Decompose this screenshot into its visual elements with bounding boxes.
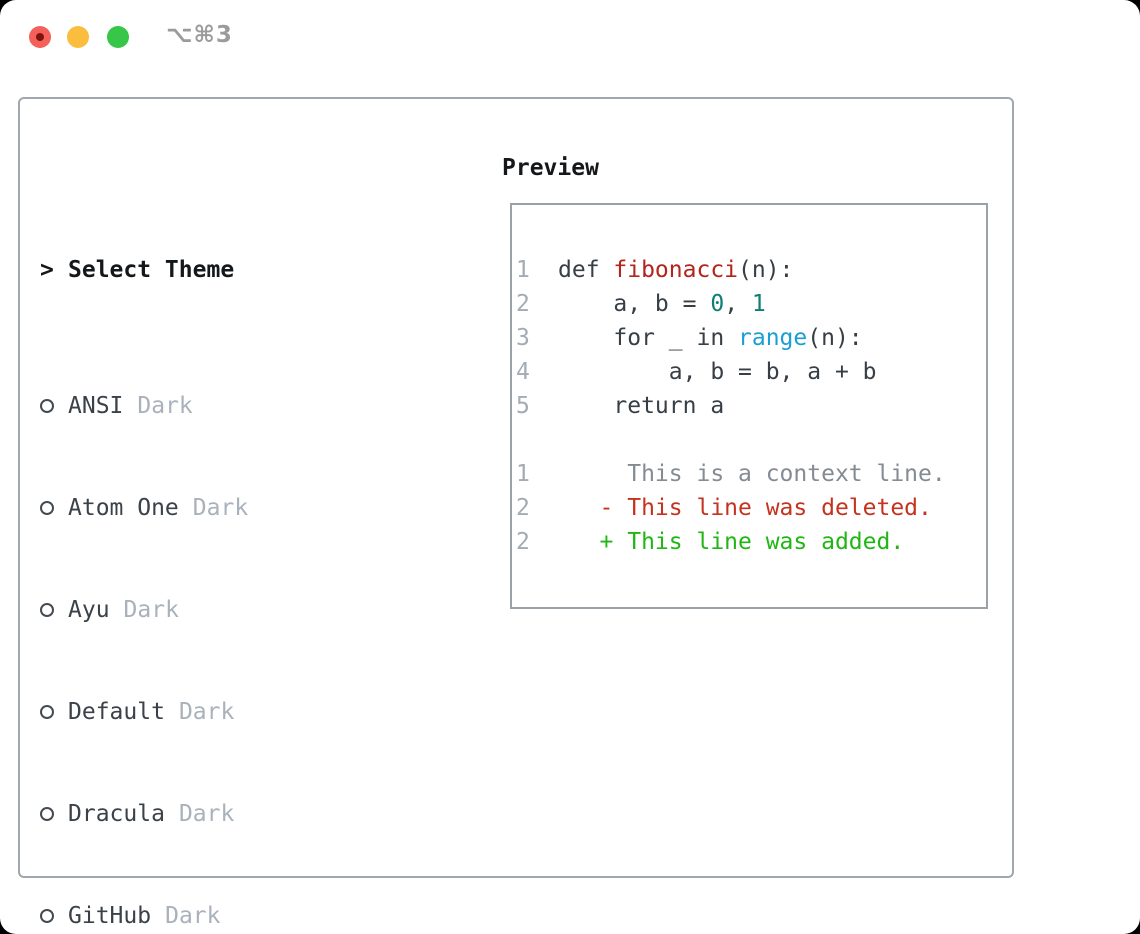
line-number: 2 <box>516 529 530 555</box>
code-line: 3 for _ in range(n): <box>516 321 982 355</box>
line-number: 2 <box>516 291 530 317</box>
preview-title: Preview <box>502 155 599 181</box>
number-literal: 0 <box>710 291 725 317</box>
zoom-button[interactable] <box>107 26 129 48</box>
titlebar: ⌥⌘3 <box>0 0 1140 76</box>
blank-line <box>516 423 982 457</box>
radio-icon <box>40 807 54 821</box>
prompt-caret-icon: > <box>40 257 54 283</box>
line-number: 1 <box>516 461 530 487</box>
number-literal: 1 <box>751 291 766 317</box>
radio-icon <box>40 399 54 413</box>
diff-added-line: 2 + This line was added. <box>516 525 982 559</box>
line-number: 1 <box>516 257 530 283</box>
diff-context-line: 1 This is a context line. <box>516 457 982 491</box>
code-line: 5 return a <box>516 389 982 423</box>
radio-icon <box>40 603 54 617</box>
radio-icon <box>40 909 54 923</box>
code-line: 4 a, b = b, a + b <box>516 355 982 389</box>
select-theme-title: Select Theme <box>68 257 235 283</box>
line-number: 3 <box>516 325 530 351</box>
close-button[interactable] <box>29 26 51 48</box>
window-title: ⌥⌘3 <box>166 22 233 48</box>
radio-icon <box>40 501 54 515</box>
builtin-name: range <box>738 325 808 351</box>
minimize-button[interactable] <box>67 26 89 48</box>
diff-deleted-line: 2 - This line was deleted. <box>516 491 982 525</box>
line-number: 4 <box>516 359 530 385</box>
radio-icon <box>40 705 54 719</box>
line-number: 2 <box>516 495 530 521</box>
line-number: 5 <box>516 393 530 419</box>
function-name: fibonacci <box>613 257 739 283</box>
code-line: 2 a, b = 0, 1 <box>516 287 982 321</box>
close-active-dot-icon <box>36 33 44 41</box>
select-theme-header: > Select Theme <box>40 253 480 287</box>
